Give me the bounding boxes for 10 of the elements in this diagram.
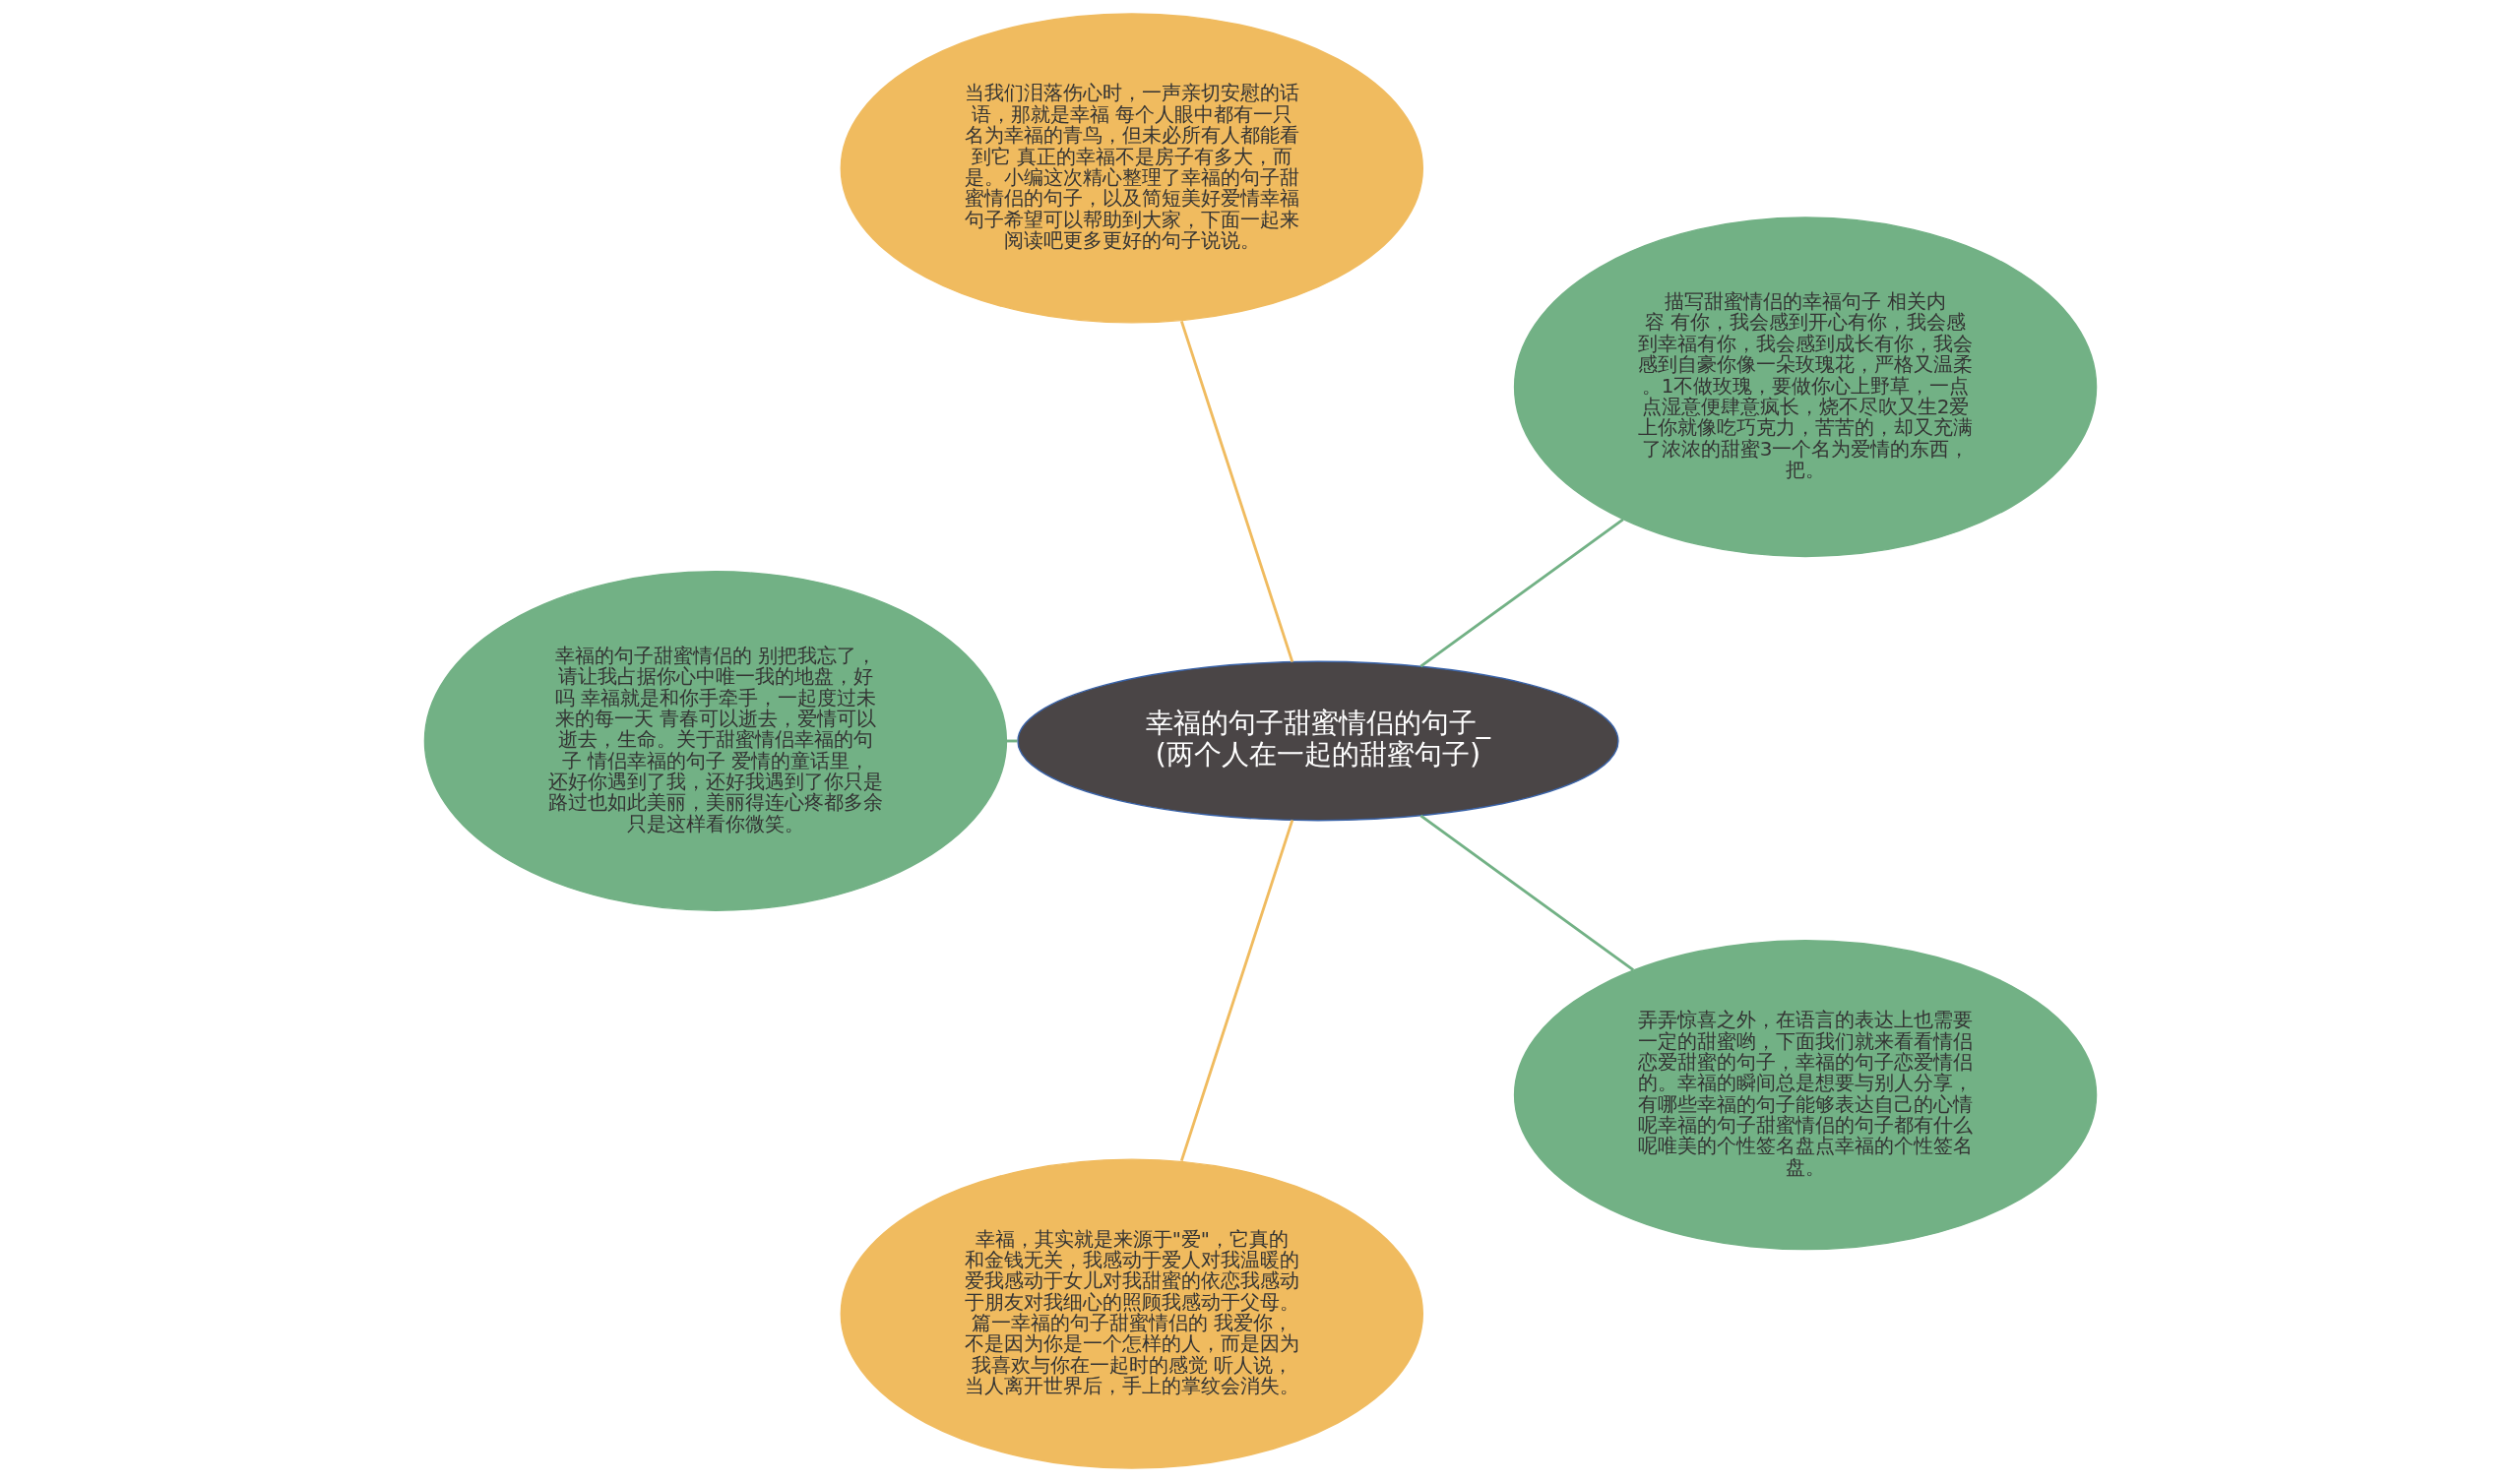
node-ellipse: 弄弄惊喜之外，在语言的表达上也需要一定的甜蜜哟，下面我们就来看看情侣恋爱甜蜜的句子，幸福的句子恋爱情侣的。幸福的瞬间总是想要与别人分享，有哪些幸福的句子能够表达自己的心情呢幸福的句子甜蜜情侣的句子都有什么呢唯美的个性签名盘点幸福的个性签名盘。 <box>1513 940 2097 1251</box>
node-ellipse: 幸福，其实就是来源于"爱"，它真的和金钱无关，我感动于爱人对我温暖的爱我感动于女儿对我甜蜜的依恋我感动于朋友对我细心的照顾我感动于父母。篇一幸福的句子甜蜜情侣的 我爱你，不是因为你是一个怎样的人，而是因为我喜欢与你在一起时的感觉 听人说，当人离开世界后，手上的掌纹会消失。 <box>840 1158 1423 1469</box>
node-ellipse: 当我们泪落伤心时，一声亲切安慰的话语，那就是幸福 每个人眼中都有一只名为幸福的青鸟，但未必所有人都能看到它 真正的幸福不是房子有多大，而是。小编这次精心整理了幸福的句子甜蜜情侣的句子，以及简短美好爱情幸福句子希望可以帮助到大家，下面一起来阅读吧更多更好的句子说说。 <box>840 13 1423 324</box>
node-ellipse: 描写甜蜜情侣的幸福句子 相关内容 有你，我会感到开心有你，我会感到幸福有你，我会感到成长有你，我会感到自豪你像一朵玫瑰花，严格又温柔。1不做玫瑰，要做你心上野草，一点点湿意便肆意疯长，烧不尽吹又生2爱上你就像吃巧克力，苦苦的，却又充满了浓浓的甜蜜3一个名为爱情的东西，把。 <box>1513 216 2097 558</box>
connector <box>1179 819 1293 1162</box>
node-ellipse: 幸福的句子甜蜜情侣的 别把我忘了，请让我占据你心中唯一我的地盘，好吗 幸福就是和你手牵手，一起度过未来的每一天 青春可以逝去，爱情可以逝去，生命。关于甜蜜情侣幸福的句子 情侣幸福的句子 爱情的童话里，还好你遇到了我，还好我遇到了你只是路过也如此美丽，美丽得连心疼都多余只是这样看你微笑。 <box>423 571 1007 911</box>
node-ellipse: 幸福的句子甜蜜情侣的句子_(两个人在一起的甜蜜句子) <box>1016 660 1619 822</box>
connector <box>1179 320 1293 663</box>
connector <box>1419 814 1634 971</box>
connector <box>1419 518 1624 668</box>
